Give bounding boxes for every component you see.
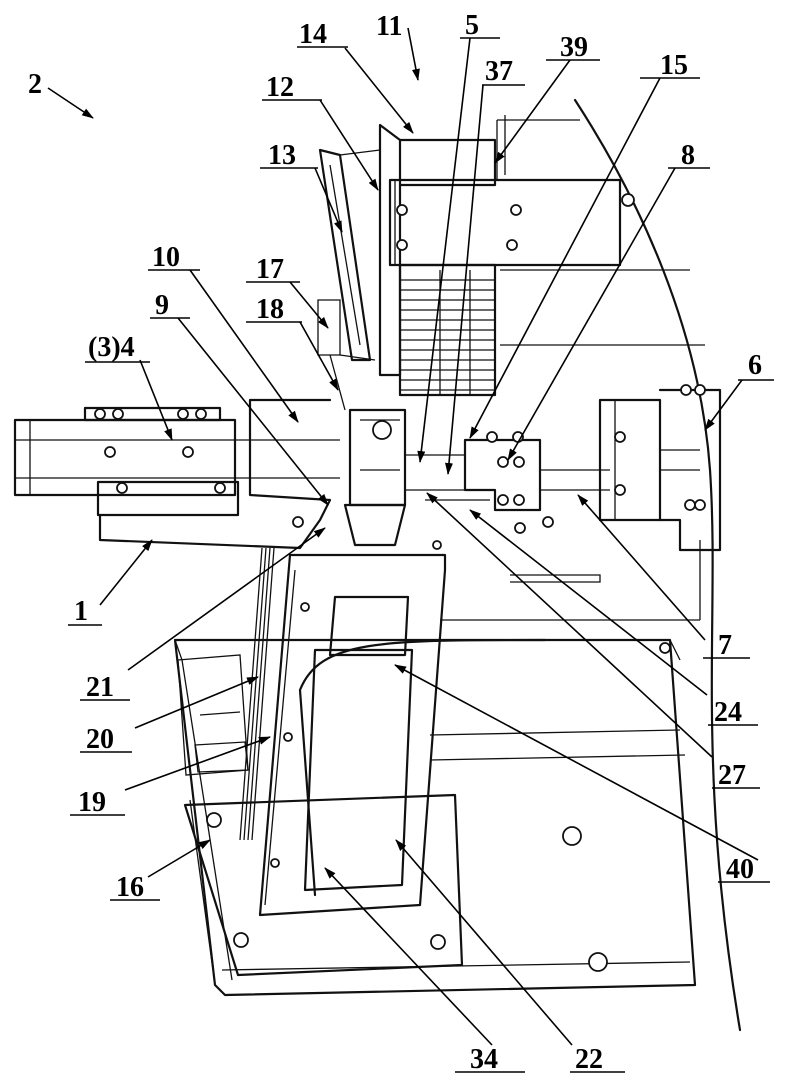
label-34: 34	[470, 1044, 498, 1075]
vertical-card-plate	[258, 553, 447, 917]
reference-labels: 2 14 11 5 37 39 15 12 13 8 10 17 18 9 (3…	[28, 10, 762, 1075]
label-2: 2	[28, 69, 42, 100]
label-7: 7	[718, 630, 732, 661]
base-step	[183, 793, 464, 977]
label-37: 37	[485, 56, 513, 87]
leader-9	[177, 317, 329, 506]
label-14: 14	[299, 19, 327, 50]
leader-7	[577, 494, 706, 641]
label-18: 18	[256, 294, 284, 325]
curved-guide	[298, 638, 547, 897]
leader-39	[494, 59, 571, 164]
label-17: 17	[256, 254, 284, 285]
label-1: 1	[74, 596, 88, 627]
label-27: 27	[718, 760, 746, 791]
label-underlines	[68, 37, 774, 1073]
label-11: 11	[376, 11, 402, 42]
right-actuator	[598, 398, 662, 522]
leader-6	[704, 379, 743, 431]
leader-16	[147, 839, 211, 878]
leader-13	[314, 167, 343, 233]
label-10: 10	[152, 242, 180, 273]
label-20: 20	[86, 724, 114, 755]
label-16: 16	[116, 872, 144, 903]
leader-17	[289, 281, 329, 329]
label-13: 13	[268, 140, 296, 171]
leader-21	[127, 527, 326, 671]
upper-cross-bar	[398, 138, 497, 187]
leader-lines	[47, 27, 759, 1046]
tower-side-plate	[318, 148, 372, 362]
leader-15	[469, 77, 661, 439]
leader-19	[124, 736, 271, 791]
label-21: 21	[86, 672, 114, 703]
leader-18	[299, 321, 339, 391]
leader-1	[99, 539, 153, 606]
label-12: 12	[266, 72, 294, 103]
leader-4	[139, 359, 173, 441]
housing-curve	[573, 98, 742, 1032]
label-39: 39	[560, 32, 588, 63]
leader-27	[426, 492, 713, 758]
base-plate	[173, 638, 697, 997]
leader-14	[344, 47, 414, 134]
leader-22	[395, 839, 573, 1046]
leader-12	[319, 99, 379, 191]
label-40: 40	[726, 854, 754, 885]
leader-8	[507, 167, 676, 461]
label-9: 9	[155, 290, 169, 321]
leader-10	[189, 269, 299, 423]
leader-11	[407, 27, 420, 81]
label-6: 6	[748, 350, 762, 381]
leader-37	[445, 84, 484, 475]
leader-40	[394, 664, 759, 861]
label-19: 19	[78, 787, 106, 818]
label-22: 22	[575, 1044, 603, 1075]
leader-20	[134, 676, 259, 729]
leader-5	[417, 37, 471, 463]
leader-24	[469, 509, 708, 696]
inner-window	[303, 648, 414, 892]
card-stack	[398, 263, 497, 397]
mounting-plate	[98, 398, 332, 550]
label-5: 5	[465, 10, 479, 41]
label-8: 8	[681, 140, 695, 171]
tower-bracket	[388, 178, 622, 267]
leader-34	[324, 867, 493, 1046]
label-3-4: (3)4	[88, 332, 135, 363]
label-15: 15	[660, 50, 688, 81]
label-24: 24	[714, 697, 742, 728]
leader-2	[47, 87, 94, 119]
